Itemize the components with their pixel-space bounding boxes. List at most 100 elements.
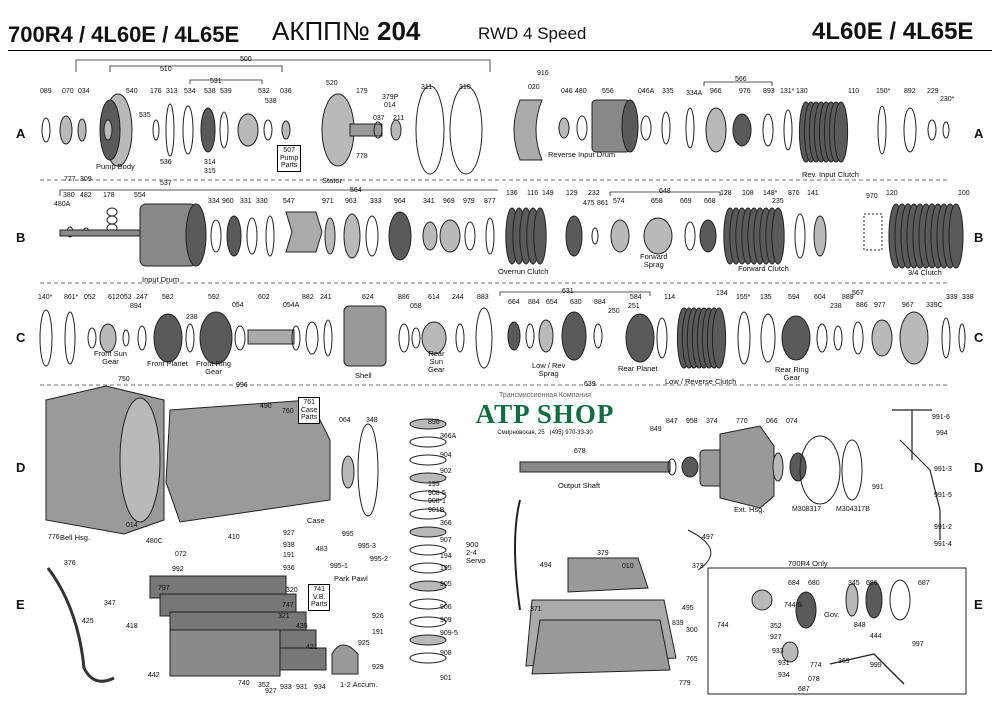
part-label-e-15: 421 <box>306 644 318 651</box>
part-066 <box>772 452 784 482</box>
part-label-d-48: 995 <box>342 531 354 538</box>
part-label-a-40: 531 <box>210 78 222 85</box>
part-label-c-25: 884 <box>594 299 606 306</box>
part-label-c-6: 894 <box>130 303 142 310</box>
part-884 <box>525 323 535 349</box>
part-label-e-27: 765 <box>686 656 698 663</box>
part-label-b-36: 970 <box>866 193 878 200</box>
part-604 <box>816 323 828 353</box>
part-label-e-30: 680 <box>808 580 820 587</box>
part-label-c-34: 594 <box>788 294 800 301</box>
part-label-c-3: 612 <box>108 294 120 301</box>
part-label-d-33: M304317B <box>836 506 870 513</box>
part-label-d-50: 995-3 <box>358 543 376 550</box>
part-label-d-1: 996 <box>236 382 248 389</box>
servo-stack-0 <box>409 418 447 430</box>
part-label-d-5: 348 <box>366 417 378 424</box>
part-label-e-19: 929 <box>372 664 384 671</box>
linkage-991 <box>892 409 941 540</box>
part-label-b-39: 564 <box>350 187 362 194</box>
part-label-d-4: 064 <box>339 417 351 424</box>
row-letter-c-left: C <box>16 330 26 345</box>
part-883 <box>475 307 493 369</box>
caption-34-clutch: 3/4 Clutch <box>908 268 942 277</box>
part-label-d-39: 991-2 <box>934 524 952 531</box>
part-label-d-11: 908-5 <box>428 490 446 497</box>
part-label-e-10: 934 <box>314 684 326 691</box>
caption-input-drum: Input Drum <box>142 275 180 284</box>
part-label-e-42: 933 <box>772 648 784 655</box>
low-reverse-clutch-7 <box>711 307 727 369</box>
part-label-c-12: 054A <box>283 302 300 309</box>
part-label-d-29: 770 <box>736 418 748 425</box>
part-label-d-27: 958 <box>686 418 698 425</box>
part-054a <box>291 325 301 351</box>
part-label-c-4: 052 <box>120 294 132 301</box>
part-label-e-46: 078 <box>808 676 820 683</box>
header-divider <box>8 50 992 51</box>
part-label-d-49: 483 <box>316 546 328 553</box>
part-label-a-28: 334A <box>686 90 703 97</box>
part-label-e-34: 744-5 <box>784 602 802 609</box>
part-label-c-44: 338 <box>962 294 974 301</box>
case-parts-box: 761 Case Parts <box>298 397 321 425</box>
part-label-d-31: 074 <box>786 418 798 425</box>
seal-m308317 <box>799 435 841 505</box>
part-label-c-22: 884 <box>528 299 540 306</box>
part-074 <box>789 452 807 482</box>
part-480 <box>576 115 588 141</box>
center-title: АКПП№ 204 <box>272 16 420 47</box>
low-rev-sprag <box>561 311 587 361</box>
part-label-c-20: 883 <box>477 294 489 301</box>
part-label-a-21: 916 <box>537 70 549 77</box>
part-label-e-3: 418 <box>126 623 138 630</box>
part-label-a-14: 179 <box>356 88 368 95</box>
dipstick-tube <box>514 499 521 611</box>
part-label-c-43: 339 <box>946 294 958 301</box>
part-230 <box>942 121 950 139</box>
part-label-d-57: 497 <box>702 534 714 541</box>
part-label-d-35: 994 <box>936 430 948 437</box>
accumulator <box>331 644 359 675</box>
caption-low-reverse-clutch: Low / Reverse Clutch <box>665 377 737 386</box>
part-label-e-8: 933 <box>280 684 292 691</box>
part-label-c-18: 614 <box>428 294 440 301</box>
part-label-d-17: 195 <box>440 565 452 572</box>
part-label-b-13: 964 <box>394 198 406 205</box>
clutch-34-10 <box>948 203 964 269</box>
part-label-c-36: 238 <box>830 303 842 310</box>
part-label-e-9: 931 <box>296 684 308 691</box>
part-054 <box>234 325 246 351</box>
bracket-648 <box>609 191 721 196</box>
part-label-e-11: 320 <box>286 587 298 594</box>
part-label-a-34: 110 <box>848 88 860 95</box>
part-251 <box>656 317 668 359</box>
part-label-d-54: 938 <box>283 542 295 549</box>
part-label-d-3: 760 <box>282 408 294 415</box>
part-label-d-10: 199 <box>428 481 440 488</box>
subframe-title: 700R4 Only <box>788 559 828 568</box>
part-label-b-15: 969 <box>443 198 455 205</box>
part-label-d-19: 906 <box>440 604 452 611</box>
part-label-a-7: 534 <box>184 88 196 95</box>
part-971 <box>324 217 336 255</box>
part-label-c-19: 244 <box>452 294 464 301</box>
part-label-d-53: 927 <box>283 530 295 537</box>
stator-plate <box>321 93 355 167</box>
part-label-b-16: 979 <box>463 198 475 205</box>
part-label-c-2: 052 <box>84 294 96 301</box>
part-979 <box>464 221 476 251</box>
governor <box>795 591 817 629</box>
caption-gov: Gov. <box>824 610 840 619</box>
caption-rear-ring-gear: Rear Ring Gear <box>775 365 809 382</box>
part-label-b-17: 877 <box>484 198 496 205</box>
part-label-d-9: 902 <box>440 468 452 475</box>
part-958 <box>681 456 699 478</box>
caption-pump-body: Pump Body <box>96 162 135 171</box>
part-label-d-34: 991-6 <box>932 414 950 421</box>
part-label-d-18: 905 <box>440 581 452 588</box>
part-label-d-28: 374 <box>706 418 718 425</box>
bracket-566 <box>703 81 773 86</box>
part-label-d-20: 909 <box>440 617 452 624</box>
part-label-e-40: 997 <box>912 641 924 648</box>
